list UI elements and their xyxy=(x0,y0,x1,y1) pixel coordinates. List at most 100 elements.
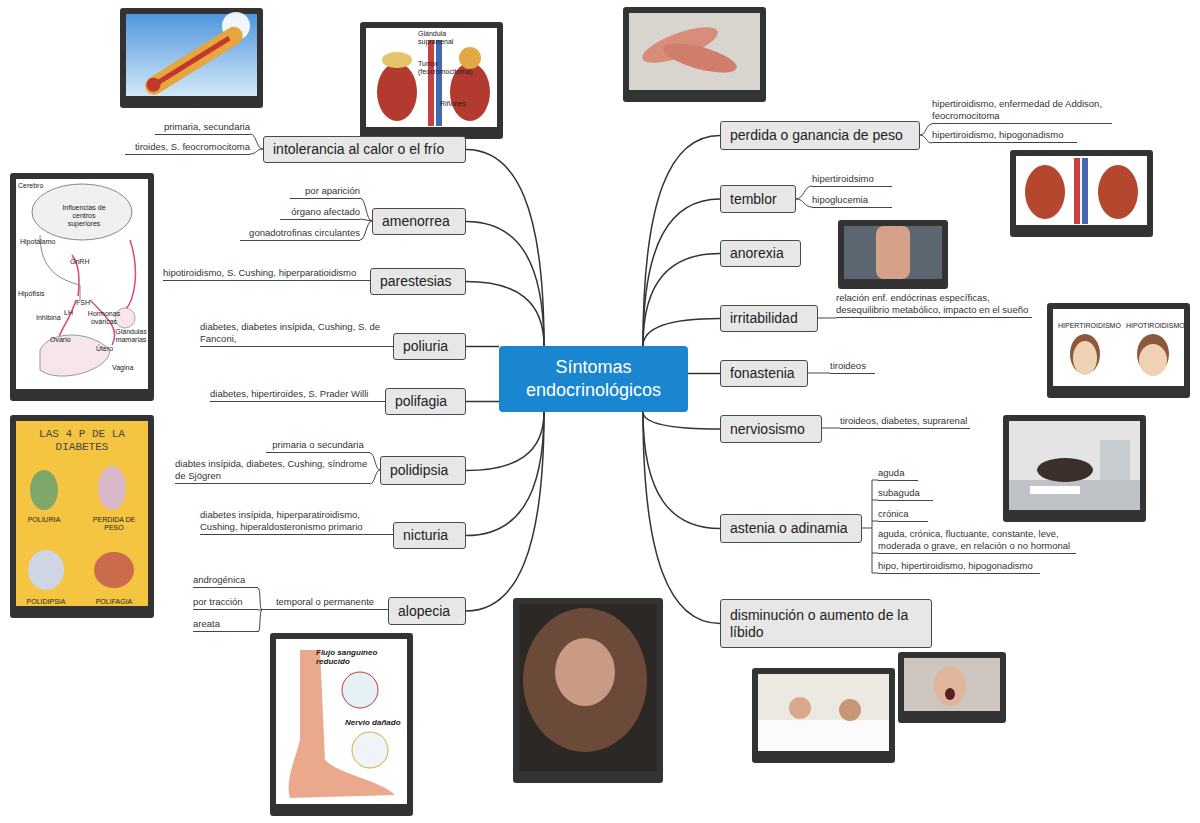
photo-frame xyxy=(1010,150,1153,237)
branch-note: diabtes insípida, diabetes, Cushing, sín… xyxy=(175,458,370,484)
node-text: poliuria xyxy=(403,338,448,355)
cartoon-figure xyxy=(98,466,126,510)
node-text: astenia o adinamia xyxy=(730,520,848,537)
central-topic: Síntomas endocrinológicos xyxy=(499,346,688,412)
node-text: polifagia xyxy=(395,393,447,410)
branch-note: por tracción xyxy=(193,596,258,610)
bracket xyxy=(862,480,878,573)
branch-note: tiroideos xyxy=(830,360,875,374)
image-label: FSH xyxy=(76,299,96,307)
image-label: POLIURIA xyxy=(22,516,66,524)
branch-note: hipo, hipertiroidismo, hipogonadismo xyxy=(878,560,1040,574)
node-text: parestesias xyxy=(380,273,452,290)
cartoon-figure xyxy=(94,552,134,588)
photo-frame xyxy=(10,173,154,401)
node-text: amenorrea xyxy=(382,213,450,230)
symptom-box: nerviosismo xyxy=(720,415,822,443)
photo-frame xyxy=(360,22,503,139)
torso xyxy=(876,226,910,279)
photo-frame xyxy=(513,598,663,783)
image-label: GnRH xyxy=(70,258,95,266)
photo-background xyxy=(904,658,1000,711)
symptom-box: irritabilidad xyxy=(720,305,818,332)
bald-area xyxy=(555,638,615,706)
vein xyxy=(1082,158,1088,224)
image-label: Glándula suprarrenal xyxy=(418,30,468,46)
leader-line xyxy=(808,318,840,428)
image-label: LH xyxy=(64,309,79,317)
node-text: nerviosismo xyxy=(730,421,805,438)
branch-note: primaria, secundaria xyxy=(155,121,250,135)
node-text: intolerancia al calor o el frío xyxy=(273,141,444,158)
symptom-box: disminución o aumento de la líbido xyxy=(720,599,932,648)
symptom-box: polidipsia xyxy=(380,456,466,485)
symptom-box: parestesias xyxy=(370,268,466,295)
symptom-box: intolerancia al calor o el frío xyxy=(263,136,466,163)
image-label: LAS 4 P DE LA DIABETES xyxy=(24,428,140,454)
branch-note: hipoglucemia xyxy=(812,194,892,208)
symptom-box: perdida o ganancia de peso xyxy=(720,121,920,150)
leader-line xyxy=(920,124,932,143)
photo-background xyxy=(519,604,657,771)
image-label: Nervio dañado xyxy=(345,718,405,727)
artery xyxy=(1074,158,1080,224)
person xyxy=(839,699,861,721)
branch-connector xyxy=(466,222,544,347)
branch-note: subaguda xyxy=(878,487,933,501)
branch-connector xyxy=(643,199,720,346)
photo-background xyxy=(758,674,889,751)
leader-line xyxy=(360,198,372,240)
image-label: POLIFAGIA xyxy=(90,598,138,606)
node-text: irritabilidad xyxy=(730,310,798,327)
pelvis xyxy=(40,335,110,376)
photo-background xyxy=(1009,421,1140,510)
person xyxy=(789,697,811,719)
person xyxy=(1037,458,1093,482)
branch-connector xyxy=(466,412,544,536)
branch-note: hipertiroidismo, hipogonadismo xyxy=(932,129,1077,143)
branch-note: temporal o permanente xyxy=(262,596,388,610)
symptom-box: amenorrea xyxy=(372,208,466,235)
laptop xyxy=(1100,440,1130,480)
thermometer-body xyxy=(142,23,247,98)
node-text: perdida o ganancia de peso xyxy=(730,127,903,144)
vessel-detail xyxy=(342,672,378,708)
node-text: alopecia xyxy=(398,603,450,620)
image-label: Hipófisis xyxy=(18,290,58,298)
photo-background xyxy=(1016,156,1147,225)
face xyxy=(934,666,966,706)
artery xyxy=(428,40,434,126)
branch-note: por aparición xyxy=(290,185,360,199)
branch-connector xyxy=(643,412,720,624)
photo-frame xyxy=(1003,415,1146,522)
image-label: Tumor (feocromocitoma) xyxy=(418,60,480,76)
tumor xyxy=(459,47,481,69)
nerve-detail xyxy=(352,732,388,768)
image-label: Influencias de centros superiores xyxy=(62,204,106,228)
branch-note: androgénica xyxy=(193,574,258,588)
photo-frame xyxy=(838,220,948,289)
bed xyxy=(758,720,889,751)
photo-background xyxy=(629,13,760,90)
branch-note: aguda, crónica, fluctuante, constante, l… xyxy=(878,528,1076,554)
branch-note: órgano afectado xyxy=(280,206,360,220)
poster-background xyxy=(16,421,148,606)
face xyxy=(1139,344,1167,376)
vein xyxy=(436,40,442,126)
image-label: PERDIDA DE PESO xyxy=(84,516,144,532)
thermometer-bulb xyxy=(144,75,163,94)
symptom-box: fonastenia xyxy=(720,360,808,387)
branch-connector xyxy=(643,319,720,347)
branch-note: hipertiroidismo, enfermedad de Addison, … xyxy=(932,98,1112,124)
photo-background xyxy=(1053,309,1184,386)
image-label: Útero xyxy=(96,345,121,353)
symptom-box: polifagia xyxy=(385,388,466,415)
thermometer-mercury xyxy=(155,36,231,86)
branch-note: crónica xyxy=(878,508,928,522)
hand xyxy=(660,38,739,79)
branch-connector xyxy=(688,373,720,375)
branch-note: relación enf. endócrinas específicas, de… xyxy=(836,292,1032,318)
symptom-box: nicturia xyxy=(393,522,466,549)
image-label: Glándulas mamarias xyxy=(114,328,148,344)
